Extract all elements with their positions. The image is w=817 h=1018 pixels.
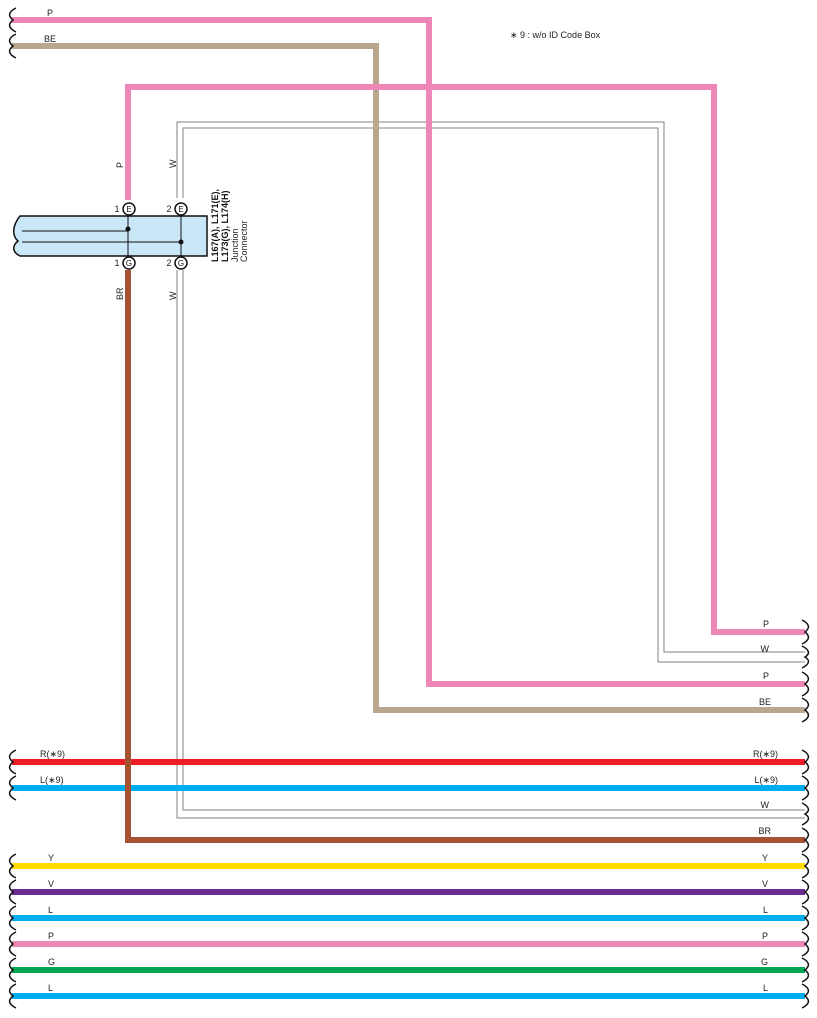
note-text: ∗ 9 : w/o ID Code Box	[510, 30, 601, 40]
svg-text:W: W	[761, 644, 770, 654]
svg-text:V: V	[762, 879, 768, 889]
svg-text:Y: Y	[762, 853, 768, 863]
svg-text:G: G	[761, 957, 768, 967]
pin-1-g: G 1	[114, 256, 136, 270]
junction-connector: E 1 E 2 G 1 G 2 L167(A), L171(E), L173(G…	[13, 189, 249, 270]
right-break-marks	[801, 619, 810, 1009]
svg-text:R(∗9): R(∗9)	[753, 749, 778, 759]
svg-text:G: G	[48, 957, 55, 967]
svg-text:P: P	[762, 931, 768, 941]
pin-2-e: E 2	[166, 202, 188, 216]
svg-text:G: G	[178, 259, 184, 268]
label-vert-br: BR	[115, 287, 125, 300]
svg-text:G: G	[126, 259, 132, 268]
svg-text:BR: BR	[758, 826, 771, 836]
svg-text:2: 2	[166, 258, 171, 268]
svg-text:L(∗9): L(∗9)	[40, 775, 64, 785]
label-top-left-p: P	[47, 8, 53, 18]
svg-text:L: L	[48, 983, 53, 993]
label-vert-w-top: W	[168, 159, 178, 168]
svg-text:W: W	[761, 800, 770, 810]
left-break-marks	[8, 7, 17, 1009]
be-wire	[12, 43, 805, 713]
connector-body	[13, 215, 208, 257]
label-top-left-be: BE	[44, 34, 56, 44]
svg-text:L: L	[763, 983, 768, 993]
svg-text:L: L	[48, 905, 53, 915]
junction-dot-1	[125, 226, 131, 232]
svg-text:V: V	[48, 879, 54, 889]
svg-text:BE: BE	[759, 697, 771, 707]
connector-label: L167(A), L171(E), L173(G), L174(H) Junct…	[210, 189, 249, 262]
junction-dot-2	[178, 239, 184, 245]
svg-text:E: E	[126, 205, 131, 214]
w-wire-outer	[176, 121, 805, 819]
label-vert-p: P	[115, 162, 125, 168]
connector-name-line1: L167(A), L171(E),	[210, 189, 220, 262]
br-wire	[125, 270, 805, 843]
connector-desc-line2: Connector	[239, 220, 249, 262]
right-labels: P W P BE R(∗9) L(∗9) W BR Y V L P G L	[753, 619, 778, 993]
svg-text:L: L	[763, 905, 768, 915]
svg-text:1: 1	[114, 204, 119, 214]
p-wire-top	[12, 17, 805, 687]
svg-text:L(∗9): L(∗9)	[754, 775, 778, 785]
svg-text:1: 1	[114, 258, 119, 268]
pin-1-e: E 1	[114, 202, 136, 216]
svg-text:Y: Y	[48, 853, 54, 863]
svg-text:P: P	[763, 619, 769, 629]
svg-text:R(∗9): R(∗9)	[40, 749, 65, 759]
connector-desc-line1: Junction	[230, 228, 240, 262]
label-vert-w-bottom: W	[168, 291, 178, 300]
svg-text:P: P	[48, 931, 54, 941]
svg-text:P: P	[763, 671, 769, 681]
svg-text:2: 2	[166, 204, 171, 214]
left-labels: R(∗9) L(∗9) Y V L P G L	[40, 749, 65, 993]
connector-name-line2: L173(G), L174(H)	[220, 190, 230, 262]
svg-text:E: E	[178, 205, 183, 214]
pin-2-g: G 2	[166, 256, 188, 270]
p-wire-connector	[125, 84, 805, 635]
